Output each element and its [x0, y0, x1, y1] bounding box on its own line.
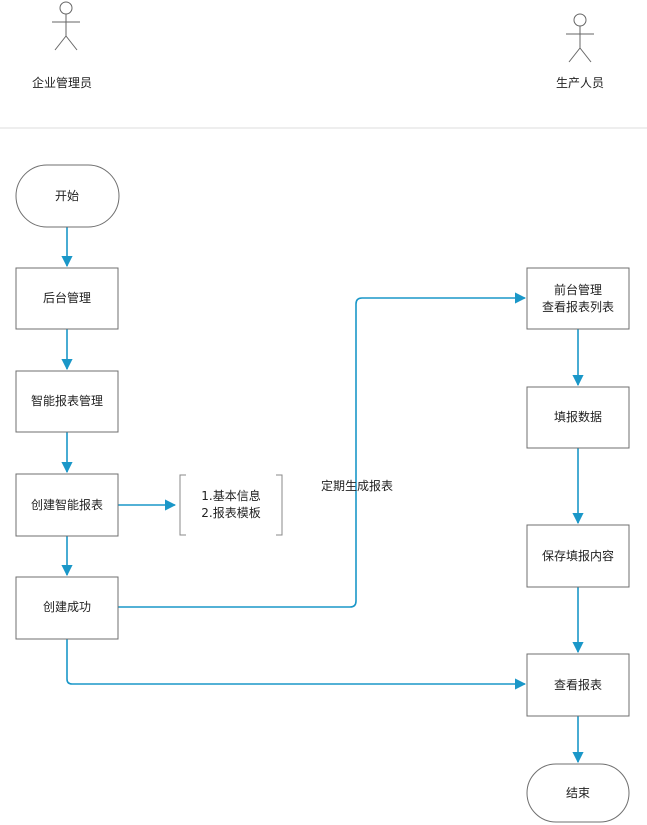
node-save-fill-content: 保存填报内容	[526, 524, 630, 588]
edge-success-to-view-report	[66, 639, 527, 690]
node-create-smart-report-label: 创建智能报表	[31, 497, 103, 512]
actor-admin-label: 企业管理员	[32, 75, 92, 90]
node-frontend-mgmt: 前台管理 查看报表列表	[526, 267, 630, 330]
node-create-success: 创建成功	[15, 576, 119, 640]
node-end-label: 结束	[566, 786, 590, 800]
node-fill-data: 填报数据	[526, 386, 630, 449]
node-view-report: 查看报表	[526, 653, 630, 717]
node-backend-mgmt: 后台管理	[15, 267, 119, 330]
node-smart-report-mgmt-label: 智能报表管理	[31, 393, 103, 408]
node-frontend-mgmt-label-line2: 查看报表列表	[542, 299, 614, 314]
node-save-fill-content-label: 保存填报内容	[542, 548, 614, 563]
actor-admin: 企业管理员	[32, 1, 92, 90]
edge-label-periodic-generate: 定期生成报表	[321, 478, 393, 493]
node-frontend-mgmt-label-line1: 前台管理	[554, 282, 602, 297]
actor-producer: 生产人员	[556, 13, 604, 90]
node-fill-data-label: 填报数据	[554, 409, 602, 424]
node-create-success-label: 创建成功	[43, 600, 91, 614]
node-backend-mgmt-label: 后台管理	[43, 290, 91, 305]
node-start: 开始	[15, 164, 120, 228]
person-icon	[566, 13, 594, 63]
person-icon	[52, 1, 80, 51]
actor-producer-label: 生产人员	[556, 76, 604, 90]
edge-success-to-frontend	[118, 292, 527, 608]
node-end: 结束	[526, 763, 630, 823]
node-view-report-label: 查看报表	[554, 677, 602, 692]
annotation-bracket: 1.基本信息 2.报表模板	[179, 474, 283, 536]
node-smart-report-mgmt: 智能报表管理	[15, 370, 119, 433]
annotation-line1: 1.基本信息	[201, 488, 260, 503]
flow-edges	[61, 227, 584, 764]
annotation-line2: 2.报表模板	[201, 505, 260, 520]
node-create-smart-report: 创建智能报表	[15, 473, 119, 537]
node-start-label: 开始	[55, 189, 79, 203]
